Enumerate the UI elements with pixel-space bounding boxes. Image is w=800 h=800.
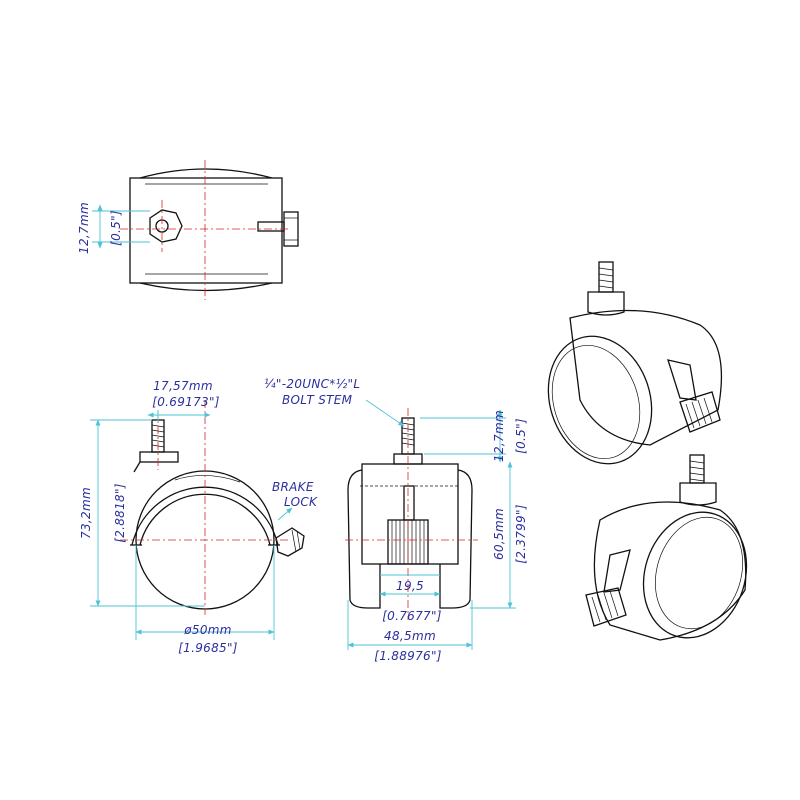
height-in: [2.8818"] [113,483,127,543]
brake-label-2: LOCK [284,495,318,509]
side-brake-pin [403,485,415,521]
stem-spec-2: BOLT STEM [282,393,353,407]
side-wheel-right [439,469,473,609]
body-h-in: [2.3799"] [514,504,528,564]
brake-pin [257,221,285,232]
side-wheel-left [347,469,381,609]
iso-upper-housing [569,309,723,446]
stem-len-mm: 12,7mm [492,410,506,462]
body-h-mm: 60,5mm [492,508,506,560]
side-view: ¼"-20UNC*½"L BOLT STEM 12,7mm [0.5"] 60,… [264,377,528,663]
front-housing-inner [139,493,271,546]
top-view-wheel-top [139,168,273,179]
side-body [361,463,459,565]
iso-caster-upper [547,261,723,465]
stem-len-in: [0.5"] [514,418,528,454]
iso-lower-brake [585,587,627,627]
width-in: [1.88976"] [374,649,442,663]
diameter-in: [1.9685"] [178,641,238,655]
gap-in: [0.7677"] [382,609,442,623]
iso-upper-wheel [547,335,653,465]
iso-lower-wheel [642,511,748,639]
iso-upper-brake [679,391,721,433]
gap-mm: 19,5 [396,579,424,593]
diameter-mm: ø50mm [183,623,232,637]
stem-offset-in: [0.69173"] [152,395,220,409]
top-dim-in: [0.5"] [109,210,123,246]
stem-spec-1: ¼"-20UNC*½"L [264,377,360,391]
front-nut [139,451,179,463]
top-view: 12,7mm [0.5"] [77,160,299,300]
top-dim-mm: 12,7mm [77,202,91,254]
stem-offset-mm: 17,57mm [153,379,213,393]
top-view-wheel-bottom [139,282,273,292]
iso-lower-housing [593,501,747,641]
height-mm: 73,2mm [79,487,93,539]
front-view: 17,57mm [0.69173"] 73,2mm [2.8818"] ø50m… [79,379,318,655]
front-brake-lever [275,527,305,557]
brake-label-1: BRAKE [272,480,314,494]
iso-caster-lower [585,454,748,641]
width-mm: 48,5mm [384,629,436,643]
hex-nut [149,209,183,243]
